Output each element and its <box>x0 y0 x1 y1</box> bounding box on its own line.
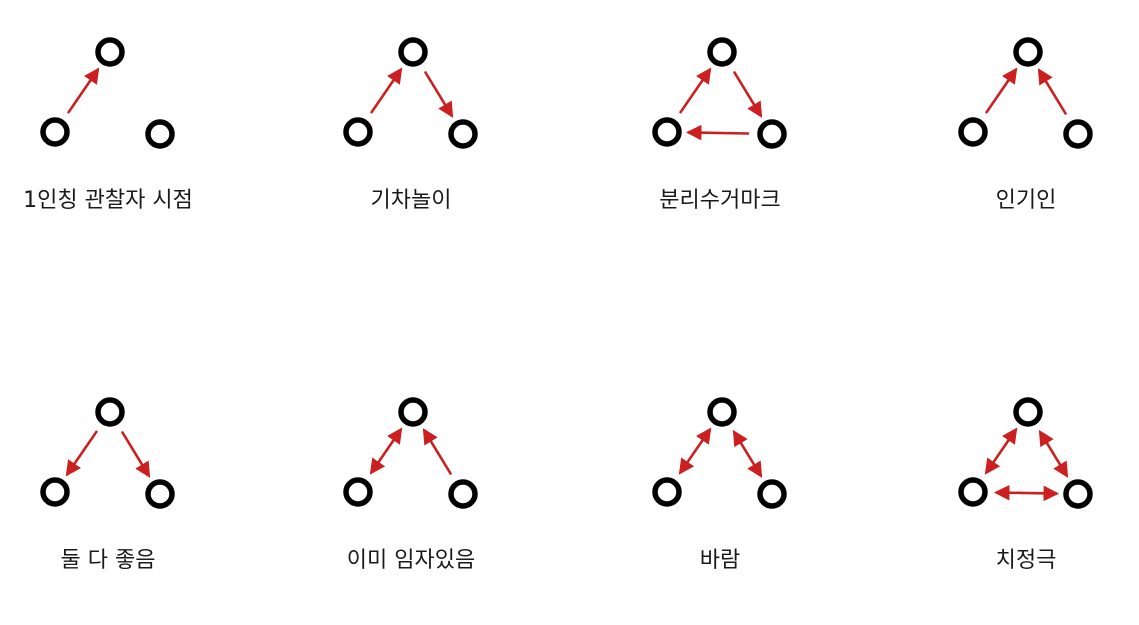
node-right <box>1063 119 1093 149</box>
arrow <box>985 67 1018 114</box>
node-left <box>343 477 373 507</box>
node-top <box>398 397 428 427</box>
diagram-panel: 둘 다 좋음 <box>40 397 175 573</box>
arrow <box>733 71 763 118</box>
node-right <box>448 119 478 149</box>
node-left <box>652 117 682 147</box>
arrow <box>121 431 151 478</box>
arrow <box>67 67 100 114</box>
node-left <box>40 117 70 147</box>
node-right <box>145 119 175 149</box>
node-right <box>448 479 478 509</box>
node-top <box>707 397 737 427</box>
arrow <box>1037 68 1067 115</box>
node-left <box>652 477 682 507</box>
node-top <box>95 397 125 427</box>
arrow <box>424 71 454 118</box>
node-left <box>40 477 70 507</box>
node-top <box>1013 397 1043 427</box>
node-right <box>145 479 175 509</box>
panel-caption: 이미 임자있음 <box>347 548 475 573</box>
panel-caption: 1인칭 관찰자 시점 <box>23 188 193 213</box>
arrow <box>685 124 750 141</box>
node-top <box>1013 37 1043 67</box>
double-arrow <box>369 427 403 475</box>
panel-caption: 둘 다 좋음 <box>61 548 156 573</box>
node-left <box>958 477 988 507</box>
arrow <box>370 67 403 114</box>
node-right <box>1063 479 1093 509</box>
node-right <box>757 119 787 149</box>
node-left <box>958 117 988 147</box>
panel-caption: 바람 <box>700 548 740 573</box>
diagram-panel: 인기인 <box>958 37 1093 213</box>
node-left <box>343 117 373 147</box>
panel-caption: 치정극 <box>996 548 1057 573</box>
diagram-panel: 이미 임자있음 <box>343 397 478 573</box>
node-top <box>707 37 737 67</box>
diagram-panel: 바람 <box>652 397 787 573</box>
node-top <box>398 37 428 67</box>
node-top <box>95 37 125 67</box>
diagram-panel: 치정극 <box>958 397 1093 573</box>
panel-caption: 기차놀이 <box>371 188 452 213</box>
panel-caption: 분리수거마크 <box>659 188 780 213</box>
double-arrow <box>732 429 763 478</box>
double-arrow <box>984 427 1018 475</box>
double-arrow <box>993 484 1060 502</box>
arrow <box>422 428 452 475</box>
diagram-panel: 1인칭 관찰자 시점 <box>23 37 193 213</box>
double-arrow <box>678 427 712 475</box>
panel-caption: 인기인 <box>996 188 1057 213</box>
diagram-panel: 기차놀이 <box>343 37 478 213</box>
node-right <box>757 479 787 509</box>
arrow <box>679 67 712 114</box>
arrow <box>65 430 98 477</box>
diagram-panel: 분리수거마크 <box>652 37 787 213</box>
double-arrow <box>1038 429 1069 478</box>
